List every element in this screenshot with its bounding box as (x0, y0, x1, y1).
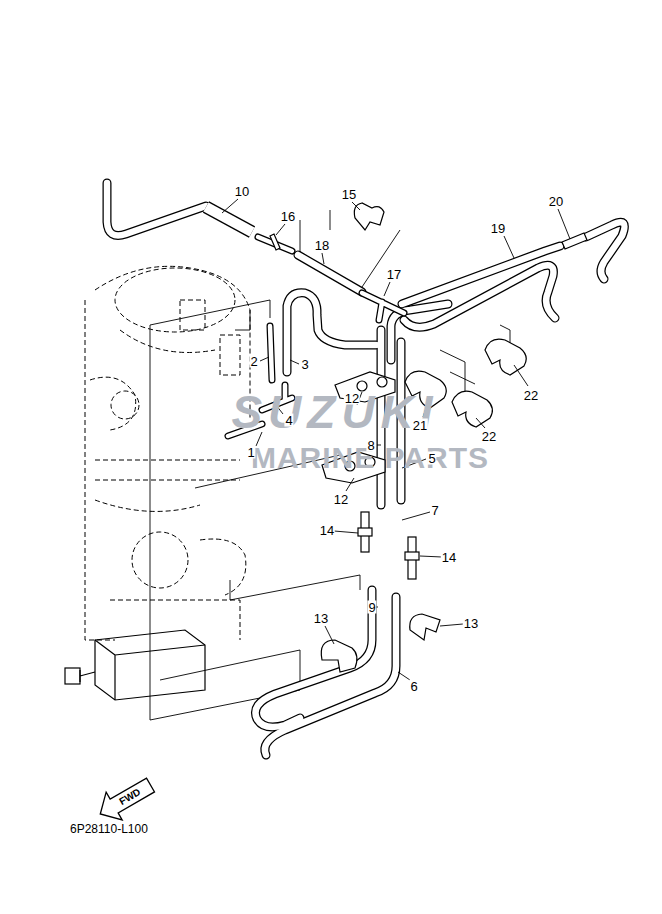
callout-number: 10 (234, 185, 250, 198)
callout-number: 20 (548, 195, 564, 208)
callout-number: 18 (314, 239, 330, 252)
callout-number: 22 (481, 430, 497, 443)
callout-number: 17 (386, 268, 402, 281)
callout-number: 14 (319, 524, 335, 537)
callout-number: 9 (367, 601, 376, 614)
callout-number: 6 (409, 680, 418, 693)
callout-number: 19 (490, 222, 506, 235)
callout-number: 14 (441, 551, 457, 564)
callout-number: 8 (366, 439, 375, 452)
callout-number: 12 (333, 493, 349, 506)
callout-number: 12 (344, 392, 360, 405)
callout-number: 13 (463, 617, 479, 630)
drawing-code: 6P28110-L100 (70, 823, 148, 835)
callout-number: 15 (341, 188, 357, 201)
callout-number: 7 (430, 504, 439, 517)
callout-number: 4 (284, 414, 293, 427)
watermark: SUZUKI (231, 389, 438, 435)
callout-number: 1 (246, 446, 255, 459)
callout-number: 13 (313, 612, 329, 625)
callout-number: 22 (523, 389, 539, 402)
callout-number: 2 (249, 355, 258, 368)
callout-number: 21 (412, 419, 428, 432)
callout-number: 3 (300, 358, 309, 371)
callout-number: 16 (280, 210, 296, 223)
callout-number: 5 (427, 452, 436, 465)
